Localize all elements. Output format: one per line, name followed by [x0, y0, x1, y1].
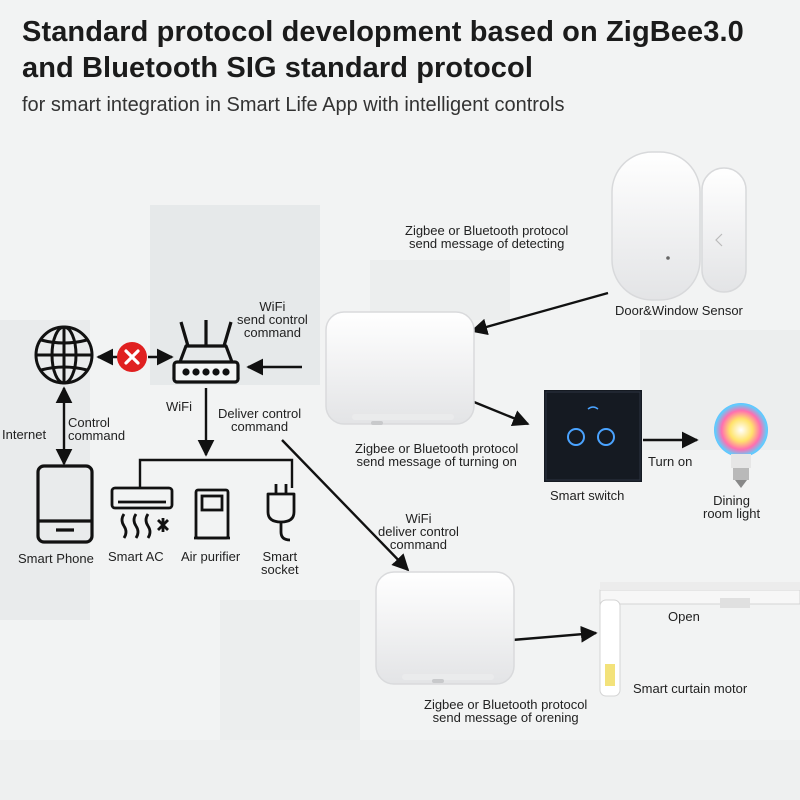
edge-hub-to-switch	[473, 400, 530, 427]
page-subtitle: for smart integration in Smart Life App …	[22, 94, 565, 116]
smart-ac-label: Smart AC	[108, 549, 164, 564]
wifi-label: WiFi	[166, 399, 192, 414]
smart-curtain-motor-label: Smart curtain motor	[633, 681, 748, 696]
edge-devices-bus	[138, 458, 294, 488]
turn-on-label: Turn on	[648, 454, 693, 469]
control-command-label: Control command	[68, 415, 126, 443]
dining-light-label: Dining room light	[703, 493, 761, 521]
open-label: Open	[668, 609, 700, 624]
page-title: Standard protocol development based on Z…	[22, 14, 744, 86]
hub-device-2	[375, 571, 515, 685]
switch-panel	[544, 390, 642, 482]
zigbee-opening-label: Zigbee or Bluetooth protocol send messag…	[424, 697, 588, 725]
smart-switch-label: Smart switch	[550, 488, 625, 503]
hub-device-1	[325, 311, 475, 425]
blocked-x-icon	[117, 342, 147, 372]
air-purifier-label: Air purifier	[181, 549, 241, 564]
door-window-sensor-label: Door&Window Sensor	[615, 303, 743, 318]
deliver-control-label: Deliver control command	[218, 406, 302, 434]
smart-socket-label: Smart socket	[261, 549, 299, 577]
title-line-2: and Bluetooth SIG standard protocol	[22, 52, 533, 84]
globe-icon	[34, 325, 94, 385]
phone-icon	[36, 464, 94, 544]
router-icon	[172, 320, 240, 384]
zigbee-detect-label: Zigbee or Bluetooth protocol send messag…	[405, 223, 569, 251]
wifi-send-control-label: WiFi send control command	[237, 299, 308, 340]
internet-label: Internet	[2, 427, 47, 442]
edge-hub-to-hub2	[281, 439, 410, 572]
smart-phone-label: Smart Phone	[18, 551, 94, 566]
ac-icon	[110, 486, 174, 539]
zigbee-turn-on-label: Zigbee or Bluetooth protocol send messag…	[355, 441, 519, 469]
purifier-icon	[194, 488, 230, 540]
edge-sensor-to-hub	[470, 291, 609, 336]
title-line-1: Standard protocol development based on Z…	[22, 16, 744, 48]
wifi-deliver-control-label: WiFi deliver control command	[378, 511, 459, 552]
curtain-motor-device	[599, 582, 800, 697]
bulb-icon	[714, 403, 768, 488]
edge-hub2-to-curtain	[511, 625, 598, 643]
sensor-device	[611, 151, 747, 301]
connector-lines	[55, 291, 699, 643]
plug-icon	[266, 484, 296, 542]
